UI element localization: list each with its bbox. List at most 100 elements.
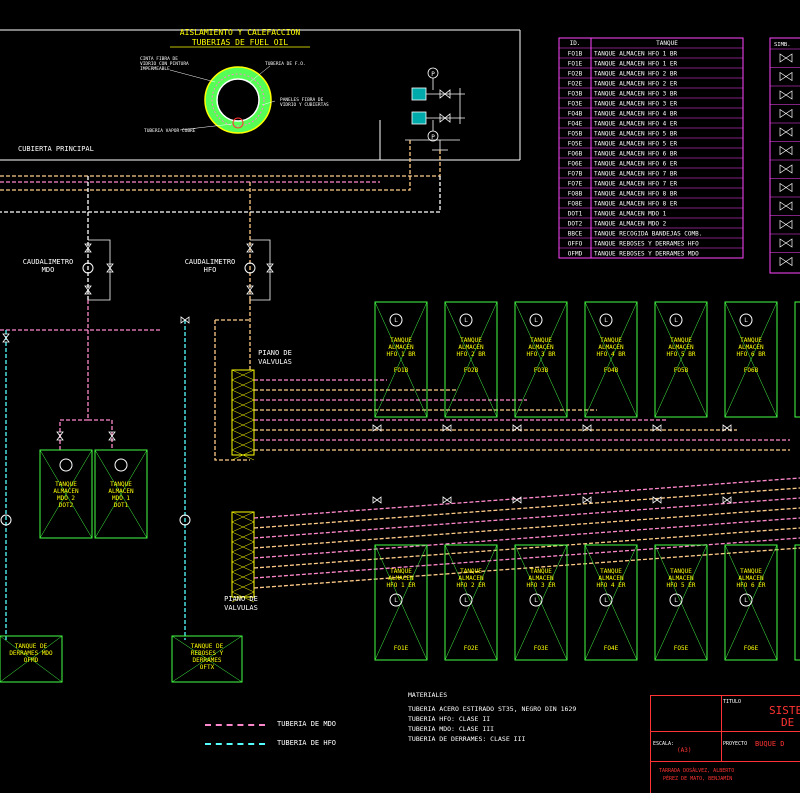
symbol-valve-icon: [779, 145, 793, 156]
tank-label-2: ALMACEN: [528, 344, 554, 351]
svg-text:L: L: [534, 317, 538, 324]
tank-label-3: HFO 1 ER: [387, 582, 416, 589]
table-cell-id: FO1B: [568, 51, 583, 58]
svg-text:REBOSES Y: REBOSES Y: [191, 650, 224, 657]
symbol-valve-icon: [779, 256, 793, 267]
svg-text:DERRAMES: DERRAMES: [193, 657, 222, 664]
valve-icon: [84, 243, 92, 253]
tank-label-2: ALMACEN: [738, 344, 764, 351]
tank-id: FO5E: [674, 645, 689, 652]
valve-icon: [56, 431, 64, 441]
escala-label: ESCALA:: [653, 741, 675, 747]
level-gauge-icon: [599, 593, 613, 607]
hfo-branch-pipe: [253, 497, 800, 539]
proyecto-label: PROYECTO: [723, 741, 748, 747]
table-cell-tanque: TANQUE RECOGIDA BANDEJAS COMB.: [594, 231, 702, 238]
tank-label-1: TANQUE: [600, 568, 622, 575]
tank-id: FO1E: [394, 645, 409, 652]
tank-id: FO2E: [464, 645, 479, 652]
tank-label-3: HFO 2 ER: [457, 582, 486, 589]
titulo-label: TITULO: [723, 699, 742, 705]
table-cell-tanque: TANQUE ALMACEN HFO 3 BR: [594, 91, 677, 98]
mdo-supply-pipe: [59, 300, 89, 450]
valve-icon: [652, 496, 662, 504]
svg-text:TANQUE DE: TANQUE DE: [15, 643, 48, 650]
symbol-valve-icon: [779, 108, 793, 119]
pump-icon: [179, 514, 191, 526]
manifold-bot-l2: VALVULAS: [224, 604, 258, 612]
materials-line-1: TUBERIA ACERO ESTIRADO ST35, NEGRO DIN 1…: [408, 705, 577, 713]
table-cell-id: FO4B: [568, 111, 583, 118]
tank-id: FO4E: [604, 645, 619, 652]
meter-mdo-l2: MDO: [41, 266, 55, 274]
author-2: PÉREZ DE MATO, BENJAMÍN: [663, 776, 733, 782]
svg-text:MDO 1: MDO 1: [112, 495, 130, 502]
svg-text:L: L: [394, 317, 398, 324]
level-gauge-icon: [459, 593, 473, 607]
manifold-bot-l1: PIANO DE: [224, 595, 258, 603]
flowmeter-icon: [244, 262, 256, 274]
insulation-title-2: TUBERIAS DE FUEL OIL: [192, 38, 289, 47]
table-cell-id: OFMD: [568, 251, 583, 258]
tank-label-1: TANQUE: [390, 337, 412, 344]
label-tuberia-fo: TUBERIA DE F.O.: [265, 61, 306, 67]
materials-title: MATERIALES: [408, 691, 448, 699]
hfo-branch-pipe: [253, 537, 800, 579]
tank-label-3: HFO 6 ER: [737, 582, 766, 589]
table-cell-tanque: TANQUE ALMACEN HFO 2 ER: [594, 81, 677, 88]
valve-icon: [582, 424, 592, 432]
svg-text:ALMACEN: ALMACEN: [108, 488, 134, 495]
label-cinta-2: VIDRIO CON PINTURA: [140, 61, 189, 67]
valve-icon: [442, 424, 452, 432]
valve-icon: [582, 496, 592, 504]
valve-icon: [266, 263, 274, 273]
svg-text:L: L: [464, 597, 468, 604]
materials-line-2: TUBERIA HFO: CLASE II: [408, 715, 491, 723]
valve-icon: [512, 496, 522, 504]
pump-icon: [0, 514, 12, 526]
symbols-table: [769, 37, 800, 274]
hfo-header-pipe: [0, 150, 441, 177]
hfo-branch-pipe: [253, 487, 800, 529]
table-cell-id: BBCE: [568, 231, 583, 238]
hfo-manifold-link-2: [214, 320, 250, 461]
bypass-pipe: [88, 239, 111, 301]
hfo-branch-pipe: [253, 477, 800, 519]
tank-label-1: TANQUE: [460, 568, 482, 575]
hfo-branch-pipe: [253, 527, 800, 569]
author-1: TARRADA DOSÁLVEZ, ALBERTO: [659, 768, 735, 774]
table-cell-tanque: TANQUE ALMACEN HFO 3 ER: [594, 101, 677, 108]
symbol-valve-icon: [779, 201, 793, 211]
symbol-valve-icon: [779, 164, 793, 174]
valve-manifold-bottom: [231, 511, 255, 598]
label-cinta-3: IMPERMEABLE: [140, 66, 170, 72]
svg-text:L: L: [744, 597, 748, 604]
tank-label-2: ALMACEN: [458, 575, 484, 582]
svg-text:DOT2: DOT2: [59, 502, 74, 509]
tank-id: FO6B: [744, 367, 759, 374]
valve-icon: [106, 263, 114, 273]
tank-label-3: HFO 1 BR: [387, 351, 416, 358]
tank-id: FO4B: [604, 367, 619, 374]
svg-text:L: L: [534, 597, 538, 604]
tank-label-2: ALMACEN: [528, 575, 554, 582]
bypass-pipe: [250, 239, 271, 301]
valve-icon: [722, 496, 732, 504]
hfo-branch-pipe: [253, 547, 800, 589]
tank-id: FO3E: [534, 645, 549, 652]
bunker-connections: [405, 67, 465, 151]
svg-text:OFTX: OFTX: [200, 664, 215, 671]
tank-label-1: TANQUE: [670, 568, 692, 575]
legend: TUBERIA DE MDO TUBERIA DE HFO: [205, 718, 395, 758]
tank-label-3: HFO 3 ER: [527, 582, 556, 589]
tank-id: FO2B: [464, 367, 479, 374]
symbol-valve-icon: [779, 219, 793, 230]
valve-icon: [372, 424, 382, 432]
svg-text:L: L: [604, 597, 608, 604]
